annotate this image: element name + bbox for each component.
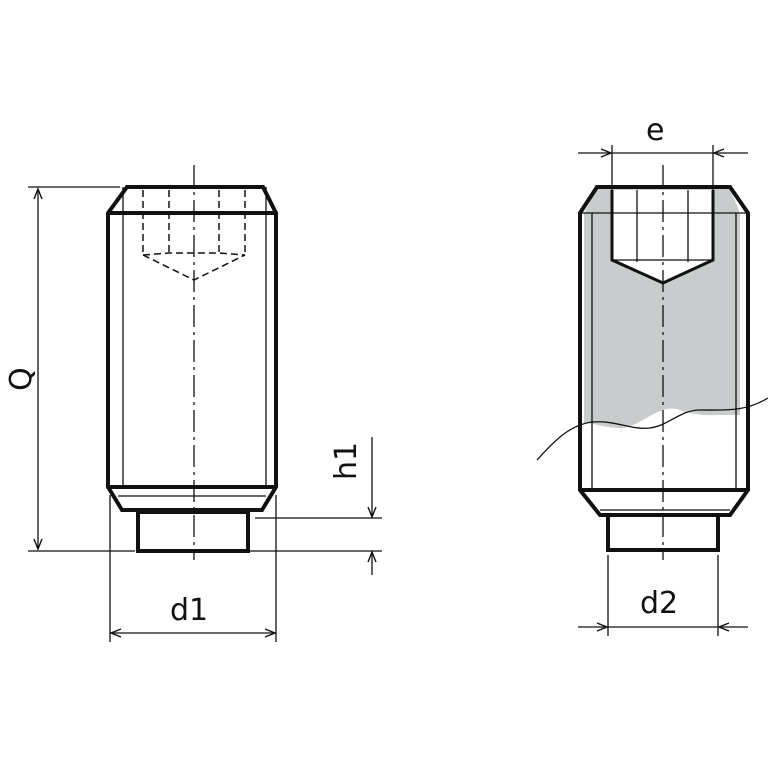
label-d1: d1	[170, 593, 209, 628]
right-view-section	[536, 165, 768, 560]
label-e: e	[646, 113, 665, 148]
label-Q: Q	[3, 367, 39, 391]
dimension-Q	[28, 186, 135, 552]
label-h1: h1	[329, 441, 365, 481]
left-view-set-screw	[106, 165, 278, 560]
dimension-d2	[578, 555, 748, 636]
dimension-d1	[109, 495, 277, 642]
dimension-e	[578, 145, 748, 190]
label-d2: d2	[640, 586, 679, 621]
